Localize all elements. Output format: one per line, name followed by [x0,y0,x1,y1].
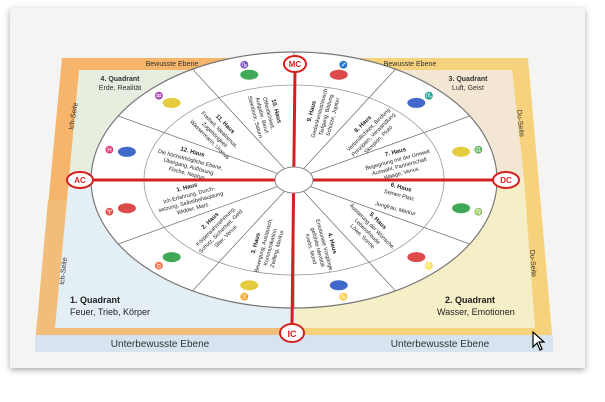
blue-cancer-figure-icon [329,280,348,291]
house-divider [303,68,396,170]
sign-glyph: ♍ [474,207,483,216]
house-divider [310,186,470,245]
house-divider [310,115,470,174]
house-title: 6. Haus [390,182,413,193]
sign-glyph: ♎ [474,145,483,154]
sign-glyph: ♌ [425,261,434,270]
quadrant-2-title: 2. Quadrant [445,295,495,305]
house-divider [118,186,278,245]
dc-badge: DC [492,171,520,189]
house-title: 4. Haus [326,232,337,255]
sign-glyph: ♑ [240,60,249,69]
sign-glyph: ♋ [339,292,348,301]
bottom-strip [35,335,553,352]
quadrant-1-title: 1. Quadrant [70,295,120,305]
house-divider [192,190,285,292]
wheel-center [274,166,314,194]
sign-glyph: ♏ [425,91,434,100]
quadrant-1-subtitle: Feuer, Trieb, Körper [70,307,150,317]
mouse-pointer-icon [532,331,546,351]
quadrant-3-subtitle: Luft, Geist [452,85,484,92]
ac-label: AC [74,176,86,185]
red-leo-figure-icon [407,252,426,263]
sign-glyph: ♉ [155,261,164,270]
ic-label: IC [288,329,298,339]
bottom-label-right: Unterbewusste Ebene [391,339,490,350]
yellow-gemini-figure-icon [240,280,259,291]
green-virgo-figure-icon [452,203,471,214]
ic-badge: IC [279,323,305,343]
side-label-left-bottom: Ich-Seite [59,257,69,285]
top-label-right: Bewusste Ebene [384,61,437,68]
yellow-libra-figure-icon [452,146,471,157]
sign-glyph: ♈ [105,207,114,216]
sign-glyph: ♓ [105,145,114,154]
red-aries-figure-icon [117,203,136,214]
sign-glyph: ♊ [240,292,249,301]
quadrant-4-subtitle: Erde, Realität [99,85,141,92]
red-sagittarius-figure-icon [329,69,348,80]
sign-glyph: ♒ [155,91,164,100]
house-title: 9. Haus [307,100,318,123]
ac-badge: AC [66,171,94,189]
side-label-right-top: Du-Seite [515,109,525,137]
red-scorpio-figure-icon [407,97,426,108]
house-divider [118,115,278,174]
quadrant-2-subtitle: Wasser, Emotionen [437,307,515,317]
house-divider [303,190,396,292]
green-capricorn-figure-icon [240,69,259,80]
mc-label: MC [289,60,302,69]
quadrant-3-title: 3. Quadrant [449,76,489,83]
quadrant-4-title: 4. Quadrant [101,76,141,83]
house-divider [192,68,285,170]
sign-glyph: ♐ [339,60,348,69]
blue-pisces-figure-icon [117,146,136,157]
top-label-left: Bewusste Ebene [146,61,199,68]
side-label-left-top: Ich-Seite [68,102,80,131]
bottom-label-left: Unterbewusste Ebene [111,339,210,350]
house-title: 3. Haus [251,232,262,255]
mc-badge: MC [283,55,307,73]
house-title: 1. Haus [176,182,199,193]
green-taurus-figure-icon [162,252,181,263]
dc-label: DC [500,176,512,185]
yellow-aquarius-figure-icon [162,97,181,108]
house-title: 7. Haus [385,147,408,158]
side-label-right-bottom: Du-Seite [528,250,537,278]
mc-ic-axis [290,69,297,326]
